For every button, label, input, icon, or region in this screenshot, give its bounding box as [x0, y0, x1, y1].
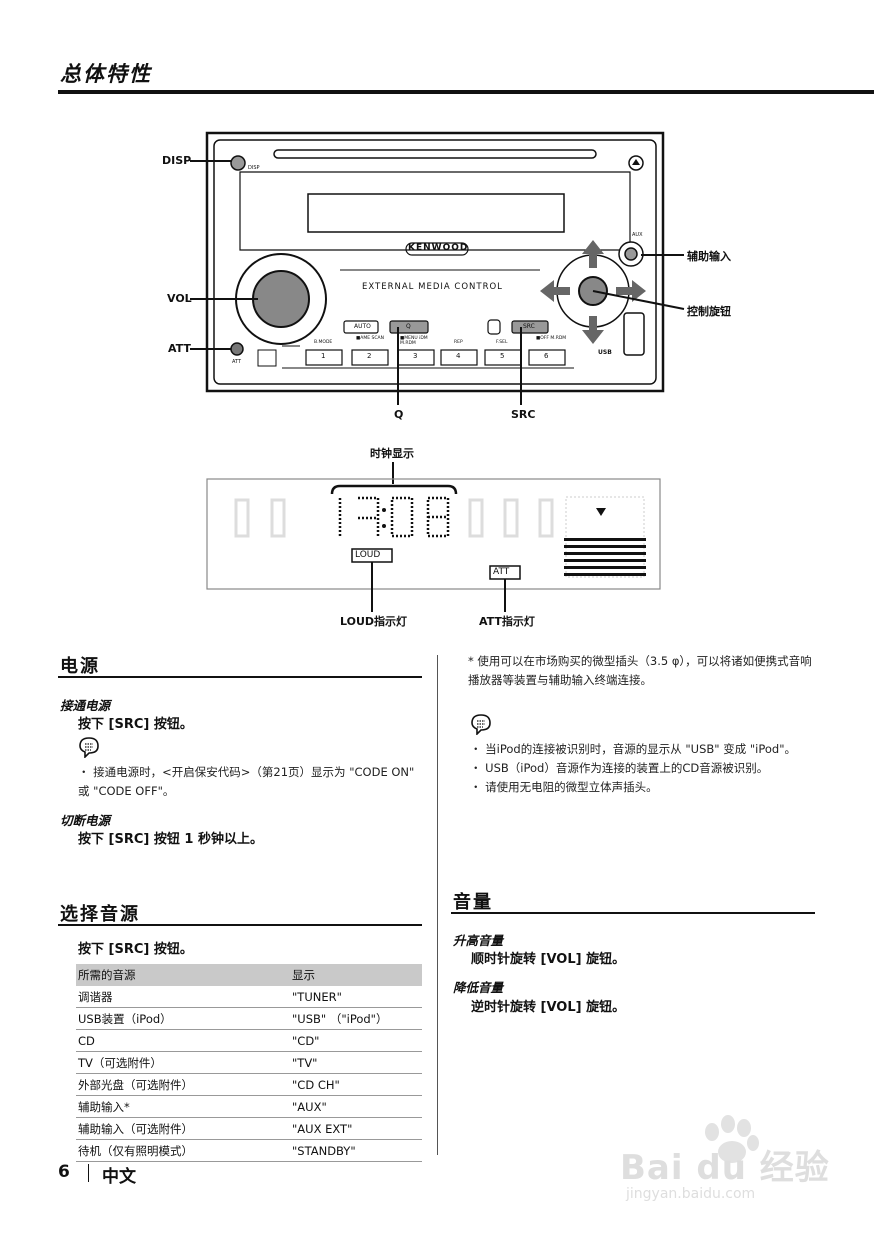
volume-down-text: 逆时针旋转 [VOL] 旋钮。 — [471, 1000, 626, 1015]
select-source-heading: 选择音源 — [60, 904, 140, 925]
power-off-title: 切断电源 — [60, 813, 111, 828]
preset-3: 3 — [413, 352, 418, 360]
footer-separator — [88, 1164, 89, 1182]
preset-5: 5 — [500, 352, 505, 360]
panel-tagline: EXTERNAL MEDIA CONTROL — [362, 282, 503, 292]
power-on-title: 接通电源 — [60, 698, 111, 713]
note-icon — [79, 737, 99, 758]
table-header: 所需的音源 — [76, 964, 290, 986]
auto-button: AUTO — [354, 323, 371, 330]
preset-2: 2 — [367, 352, 372, 360]
note-item: ・ 当iPod的连接被识别时，音源的显示从 "USB" 变成 "iPod"。 — [470, 742, 796, 756]
power-on-note: ・ 接通电源时，<开启保安代码>（第21页）显示为 "CODE ON" 或 "C… — [78, 765, 415, 798]
lcd-drawing — [206, 462, 661, 612]
table-row: USB装置（iPod）"USB" （"iPod"） — [76, 1007, 422, 1030]
paw-icon — [705, 1115, 759, 1163]
table-cell: "AUX EXT" — [290, 1117, 422, 1140]
aux-input-callout: 辅助输入 — [687, 250, 731, 263]
att-callout: ATT — [168, 342, 191, 355]
volume-up-title: 升高音量 — [453, 933, 504, 948]
watermark-url: jingyan.baidu.com — [626, 1186, 756, 1202]
table-cell: CD — [76, 1029, 290, 1052]
table-cell: 待机（仅有照明模式） — [76, 1139, 290, 1162]
column-divider — [437, 655, 438, 1155]
note-list: ・ 当iPod的连接被识别时，音源的显示从 "USB" 变成 "iPod"。 ・… — [470, 740, 816, 797]
table-cell: "STANDBY" — [290, 1139, 422, 1162]
head-unit-drawing — [190, 131, 685, 405]
src-button: SRC — [523, 323, 535, 330]
table-cell: 调谐器 — [76, 986, 290, 1008]
footer-language: 中文 — [102, 1167, 136, 1187]
table-row: 辅助输入*"AUX" — [76, 1095, 422, 1118]
table-cell: TV（可选附件） — [76, 1051, 290, 1074]
table-cell: "AUX" — [290, 1095, 422, 1118]
preset-1: 1 — [321, 352, 326, 360]
button-top-label: F.SEL — [496, 340, 508, 345]
vol-callout: VOL — [167, 292, 192, 305]
power-on-text: 按下 [SRC] 按钮。 — [78, 717, 193, 732]
volume-rule — [451, 912, 815, 914]
table-cell: "TUNER" — [290, 986, 422, 1008]
table-row: 调谐器"TUNER" — [76, 986, 422, 1008]
table-header-row: 所需的音源 显示 — [76, 964, 422, 986]
table-cell: "TV" — [290, 1051, 422, 1074]
table-row: 待机（仅有照明模式）"STANDBY" — [76, 1139, 422, 1162]
disp-callout: DISP — [162, 154, 192, 167]
control-knob-callout: 控制旋钮 — [687, 305, 731, 318]
aux-small-label: AUX — [632, 232, 643, 238]
table-row: 辅助输入（可选附件）"AUX EXT" — [76, 1117, 422, 1140]
q-button: Q — [406, 323, 411, 330]
att-small-label: ATT — [232, 359, 242, 365]
source-table: 所需的音源 显示 调谐器"TUNER" USB装置（iPod）"USB" （"i… — [76, 964, 422, 1162]
table-cell: "CD CH" — [290, 1073, 422, 1096]
table-cell: 辅助输入* — [76, 1095, 290, 1118]
usb-small-label: USB — [598, 349, 612, 356]
table-row: CD"CD" — [76, 1029, 422, 1052]
volume-down-title: 降低音量 — [453, 980, 504, 995]
note-item: ・ USB（iPod）音源作为连接的装置上的CD音源被识别。 — [470, 761, 769, 775]
table-cell: "USB" （"iPod"） — [290, 1007, 422, 1030]
disp-small-label: DISP — [248, 165, 260, 171]
table-header: 显示 — [290, 964, 422, 986]
loud-indicator-label: LOUD指示灯 — [340, 615, 408, 628]
table-cell: 外部光盘（可选附件） — [76, 1073, 290, 1096]
select-source-text: 按下 [SRC] 按钮。 — [78, 942, 193, 957]
watermark-text: Bai du 经验 — [620, 1148, 830, 1188]
title-rule — [58, 90, 874, 94]
att-indicator: ATT — [493, 567, 510, 577]
src-callout: SRC — [511, 408, 536, 421]
page-number: 6 — [58, 1162, 70, 1182]
volume-heading: 音量 — [453, 892, 493, 913]
table-row: 外部光盘（可选附件）"CD CH" — [76, 1073, 422, 1096]
select-source-rule — [58, 924, 422, 926]
q-callout: Q — [394, 408, 404, 421]
button-top-label: REP — [454, 340, 463, 345]
table-cell: 辅助输入（可选附件） — [76, 1117, 290, 1140]
display-figure: 时钟显示 LOUD ATT LO — [0, 440, 874, 640]
clock-display-label: 时钟显示 — [370, 447, 414, 460]
power-heading: 电源 — [60, 656, 100, 677]
table-row: TV（可选附件）"TV" — [76, 1051, 422, 1074]
button-top-label: ■OFF M.RDM — [536, 336, 567, 341]
button-top-label: ■MENU iDM M.RDM — [400, 336, 428, 346]
button-top-label: ■AME SCAN — [356, 336, 384, 341]
att-indicator-label: ATT指示灯 — [479, 615, 535, 628]
button-top-label: B.MODE — [314, 340, 333, 345]
brand-logo: KENWOOD — [408, 243, 469, 253]
table-cell: "CD" — [290, 1029, 422, 1052]
loud-indicator: LOUD — [355, 550, 381, 560]
power-rule — [58, 676, 422, 678]
power-off-text: 按下 [SRC] 按钮 1 秒钟以上。 — [78, 832, 263, 847]
volume-up-text: 顺时针旋转 [VOL] 旋钮。 — [471, 952, 626, 967]
table-cell: USB装置（iPod） — [76, 1007, 290, 1030]
page-title: 总体特性 — [60, 62, 152, 86]
head-unit-figure: DISP VOL ATT Q SRC 辅助输入 控制旋钮 KENWOOD EXT… — [0, 0, 874, 440]
aux-footnote: * 使用可以在市场购买的微型插头（3.5 φ），可以将诸如便携式音响播放器等装置… — [468, 654, 812, 687]
note-item: ・ 请使用无电阻的微型立体声插头。 — [470, 780, 658, 794]
preset-4: 4 — [456, 352, 461, 360]
baidu-watermark: Bai du 经验 jingyan.baidu.com — [620, 1110, 830, 1210]
note-icon — [471, 714, 491, 735]
preset-6: 6 — [544, 352, 549, 360]
